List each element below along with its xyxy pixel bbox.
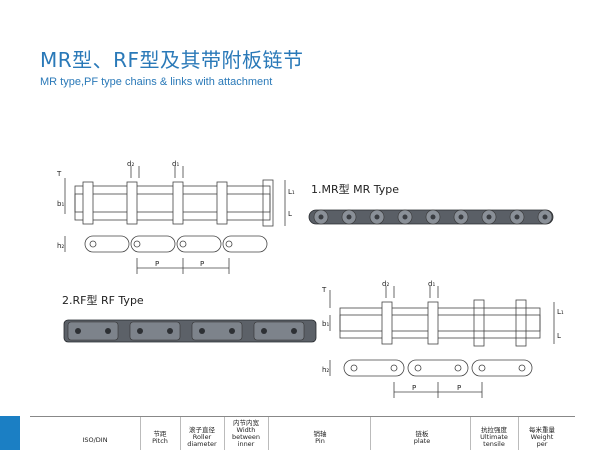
rf-dim-d1: d₁	[428, 280, 435, 288]
rf-chain-drawing: d₂ d₁ T b₁ h₂ L₁ L P P	[321, 280, 564, 398]
dim-p-2: P	[200, 260, 204, 268]
rf-dim-l1: L₁	[557, 308, 564, 316]
rf-dim-l: L	[557, 332, 561, 340]
rf-dim-b1: b₁	[322, 320, 329, 328]
col-tensile: 抗拉强度 Ultimate tensile	[480, 426, 508, 448]
rf-chain-photo	[63, 319, 317, 343]
dim-d1: d₁	[172, 160, 179, 168]
col-pin: 销轴 Pin	[313, 430, 327, 445]
dim-t: T	[56, 170, 62, 178]
page-title: MR型、RF型及其带附板链节	[40, 48, 304, 72]
mr-type-label: 1.MR型 MR Type	[311, 183, 400, 196]
dim-l: L	[288, 210, 292, 218]
col-iso: ISO/DIN	[82, 436, 108, 444]
section-accent-bar	[0, 416, 20, 450]
rf-dim-p-1: P	[412, 384, 416, 392]
dim-l1: L₁	[288, 188, 295, 196]
mr-chain-photo	[308, 209, 554, 225]
col-plate: 链板 plate	[413, 430, 431, 445]
col-width: 内节内宽 Width between inner	[231, 419, 261, 448]
mr-chain-drawing: d₂ d₁ T b₁ h₂ L₁ L P P	[56, 160, 295, 274]
rf-dim-t: T	[321, 286, 327, 294]
dim-h2: h₂	[57, 242, 64, 250]
dim-d2: d₂	[127, 160, 134, 168]
dim-p-1: P	[155, 260, 159, 268]
rf-type-label: 2.RF型 RF Type	[62, 294, 144, 307]
spec-table-header: ISO/DIN 节距 Pitch 滚子直径 Roller diameter 内节…	[30, 416, 575, 450]
col-pitch: 节距 Pitch	[152, 430, 168, 445]
rf-dim-h2: h₂	[322, 366, 329, 374]
col-weight: 每米重量 Weight per	[529, 426, 555, 448]
rf-dim-p-2: P	[457, 384, 461, 392]
dim-b1: b₁	[57, 200, 64, 208]
rf-dim-d2: d₂	[382, 280, 389, 288]
page-subtitle: MR type,PF type chains & links with atta…	[40, 76, 273, 88]
col-roller: 滚子直径 Roller diameter	[187, 426, 217, 448]
